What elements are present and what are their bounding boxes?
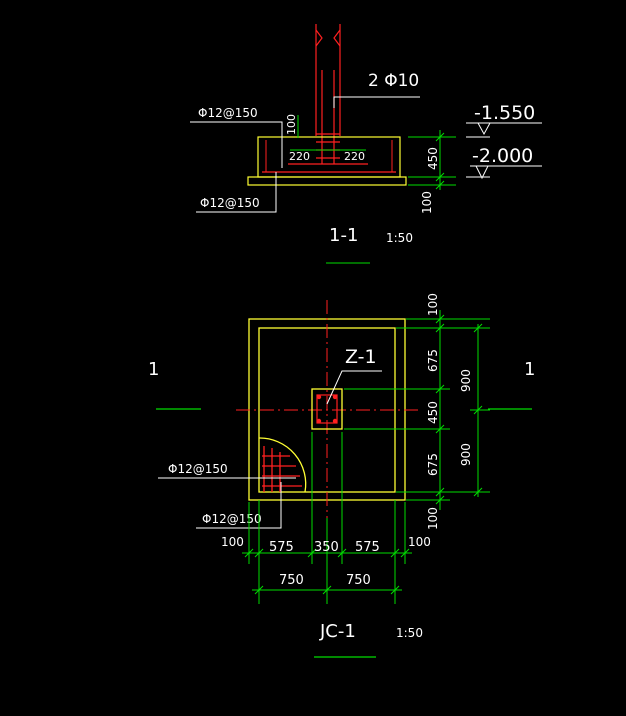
plan-rebar-a: Φ12@150 <box>168 462 228 476</box>
plan-bottom-dim-texts: 100 575 350 575 100 750 750 <box>221 535 431 588</box>
column-leader <box>326 370 382 405</box>
plan-scale: 1:50 <box>396 626 423 640</box>
section-dim-220-left: 220 <box>289 150 310 163</box>
dim-bottom-575-left: 575 <box>269 540 294 555</box>
elevation-bottom: -2.000 <box>472 145 533 167</box>
section-dim-220-right: 220 <box>344 150 365 163</box>
plan-right-dim-texts: 100 675 450 675 100 900 900 <box>426 293 473 530</box>
dim-right-900-top: 900 <box>459 369 473 392</box>
dim-right-100-top: 100 <box>426 293 440 316</box>
plan-rebar-quadrant <box>258 437 307 493</box>
section-dim-100-top: 100 <box>285 114 298 135</box>
dim-right-450: 450 <box>426 401 440 424</box>
cut-label-left: 1 <box>148 359 159 380</box>
plan-right-dims <box>344 310 490 510</box>
column-label: Z-1 <box>345 346 377 368</box>
plan-axes <box>236 300 420 518</box>
column-plan <box>311 388 343 430</box>
dim-right-100-bottom: 100 <box>426 507 440 530</box>
footing-section <box>247 136 407 186</box>
dim-bottom-100-left: 100 <box>221 535 244 549</box>
section-1-1: 2 Φ10 Φ12@150 Φ12@150 100 220 220 450 10… <box>190 24 542 264</box>
section-title: 1-1 <box>329 225 358 246</box>
section-dim-100-bottom: 100 <box>420 191 434 214</box>
dim-bottom-750-left: 750 <box>279 573 304 588</box>
leaders <box>190 96 420 213</box>
plan-rebar-b: Φ12@150 <box>202 512 262 526</box>
section-rebar-col-label: 2 Φ10 <box>368 71 419 91</box>
elevation-top: -1.550 <box>474 102 535 124</box>
dim-right-675-top: 675 <box>426 349 440 372</box>
section-rebar-bottom-label: Φ12@150 <box>200 196 260 210</box>
plan-bottom-dims <box>242 432 412 604</box>
elevation-markers <box>466 122 542 180</box>
dim-bottom-100-right: 100 <box>408 535 431 549</box>
footing-hatch <box>265 140 393 172</box>
dim-bottom-575-right: 575 <box>355 540 380 555</box>
dim-right-675-bottom: 675 <box>426 453 440 476</box>
plan-rebar-leaders <box>158 477 296 529</box>
section-dim-450: 450 <box>426 147 440 170</box>
section-dims <box>290 115 456 264</box>
section-rebar-top-label: Φ12@150 <box>198 106 258 120</box>
dim-bottom-750-right: 750 <box>346 573 371 588</box>
section-scale: 1:50 <box>386 231 413 245</box>
dim-right-900-bottom: 900 <box>459 443 473 466</box>
column-plan-rebar <box>316 394 338 424</box>
dim-bottom-350: 350 <box>314 540 339 555</box>
plan-jc-1: Z-1 1 1 Φ12@150 Φ12@150 <box>148 293 535 658</box>
cut-label-right: 1 <box>524 359 535 380</box>
column-outline <box>315 24 341 136</box>
plan-title: JC-1 <box>319 621 356 642</box>
